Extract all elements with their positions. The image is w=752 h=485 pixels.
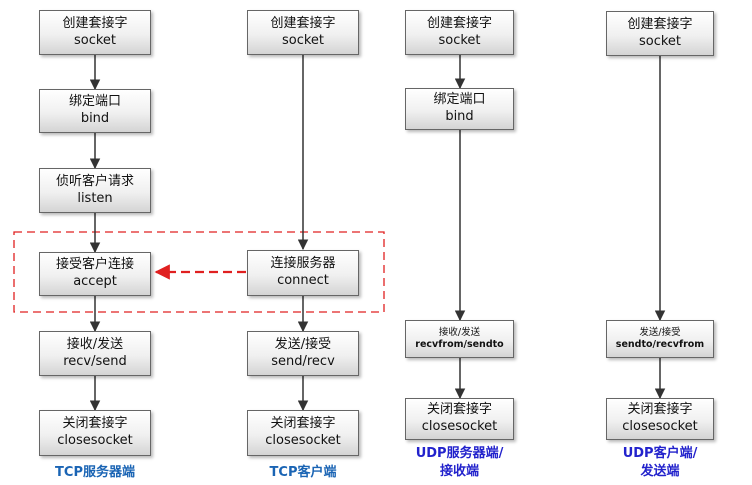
tcp-server-close-box: 关闭套接字 closesocket (39, 410, 151, 456)
tcp-client-connect-en: connect (277, 273, 329, 288)
tcp-client-close-box: 关闭套接字 closesocket (247, 410, 359, 456)
udp-server-caption: UDP服务器端/ 接收端 (405, 445, 514, 480)
tcp-client-socket-en: socket (281, 32, 325, 48)
udp-server-bind-zh: 绑定端口 (433, 92, 486, 108)
tcp-client-socket-box: 创建套接字 socket (247, 10, 359, 55)
udp-client-close-en: closesocket (622, 419, 698, 434)
tcp-server-bind-en: bind (80, 111, 110, 126)
tcp-server-bind-box: 绑定端口 bind (39, 89, 151, 133)
tcp-server-socket-en: socket (73, 32, 117, 48)
udp-server-bind-box: 绑定端口 bind (405, 88, 514, 130)
tcp-server-listen-zh: 侦听客户请求 (55, 173, 134, 189)
udp-server-recvfrom-box: 接收/发送 recvfrom/sendto (405, 320, 514, 358)
udp-client-socket-box: 创建套接字 socket (606, 11, 714, 56)
tcp-server-recv-send-en: recv/send (63, 353, 127, 369)
tcp-server-accept-box: 接受客户连接 accept (39, 252, 151, 296)
udp-server-caption-line2: 接收端 (439, 463, 479, 479)
udp-server-socket-en: socket (438, 32, 481, 48)
udp-client-socket-zh: 创建套接字 (627, 16, 693, 32)
tcp-server-accept-zh: 接受客户连接 (55, 257, 134, 273)
tcp-server-close-en: closesocket (57, 433, 133, 448)
tcp-server-listen-en: listen (77, 190, 113, 206)
udp-server-socket-zh: 创建套接字 (426, 15, 492, 31)
udp-client-sendto-en: sendto/recvfrom (615, 339, 705, 350)
udp-server-bind-en: bind (445, 109, 474, 124)
tcp-client-send-recv-box: 发送/接受 send/recv (247, 331, 359, 376)
udp-server-recvfrom-en: recvfrom/sendto (415, 339, 504, 350)
udp-client-close-box: 关闭套接字 closesocket (606, 398, 714, 440)
tcp-server-recv-send-box: 接收/发送 recv/send (39, 331, 151, 376)
udp-client-socket-en: socket (638, 33, 682, 49)
udp-server-close-zh: 关闭套接字 (426, 402, 492, 418)
udp-client-caption-line2: 发送端 (640, 463, 680, 479)
tcp-client-connect-zh: 连接服务器 (270, 256, 336, 272)
udp-client-caption-line1: UDP客户端/ (622, 446, 698, 461)
accept-connect-highlight (13, 231, 385, 313)
udp-client-sendto-zh: 发送/接受 (639, 326, 681, 338)
tcp-client-send-recv-en: send/recv (271, 353, 335, 369)
tcp-server-recv-send-zh: 接收/发送 (66, 336, 124, 352)
tcp-client-caption: TCP客户端 (269, 465, 337, 480)
tcp-server-caption: TCP服务器端 (55, 465, 135, 480)
udp-client-caption: UDP客户端/ 发送端 (606, 445, 714, 480)
tcp-server-socket-box: 创建套接字 socket (39, 10, 151, 55)
udp-server-close-en: closesocket (421, 419, 498, 434)
tcp-server-bind-zh: 绑定端口 (68, 94, 121, 110)
udp-client-sendto-box: 发送/接受 sendto/recvfrom (606, 320, 714, 358)
udp-server-close-box: 关闭套接字 closesocket (405, 398, 514, 440)
tcp-client-close-en: closesocket (265, 433, 341, 448)
tcp-server-listen-box: 侦听客户请求 listen (39, 168, 151, 213)
tcp-server-accept-en: accept (73, 274, 117, 289)
udp-client-close-zh: 关闭套接字 (627, 402, 693, 418)
udp-server-recvfrom-zh: 接收/发送 (438, 326, 481, 338)
tcp-client-send-recv-zh: 发送/接受 (274, 336, 332, 352)
tcp-client-socket-zh: 创建套接字 (270, 15, 336, 31)
tcp-server-socket-zh: 创建套接字 (62, 15, 128, 31)
tcp-server-close-zh: 关闭套接字 (62, 416, 128, 432)
udp-server-caption-line1: UDP服务器端/ (415, 446, 504, 461)
udp-server-socket-box: 创建套接字 socket (405, 10, 514, 55)
tcp-client-close-zh: 关闭套接字 (270, 416, 336, 432)
tcp-client-connect-box: 连接服务器 connect (247, 250, 359, 296)
